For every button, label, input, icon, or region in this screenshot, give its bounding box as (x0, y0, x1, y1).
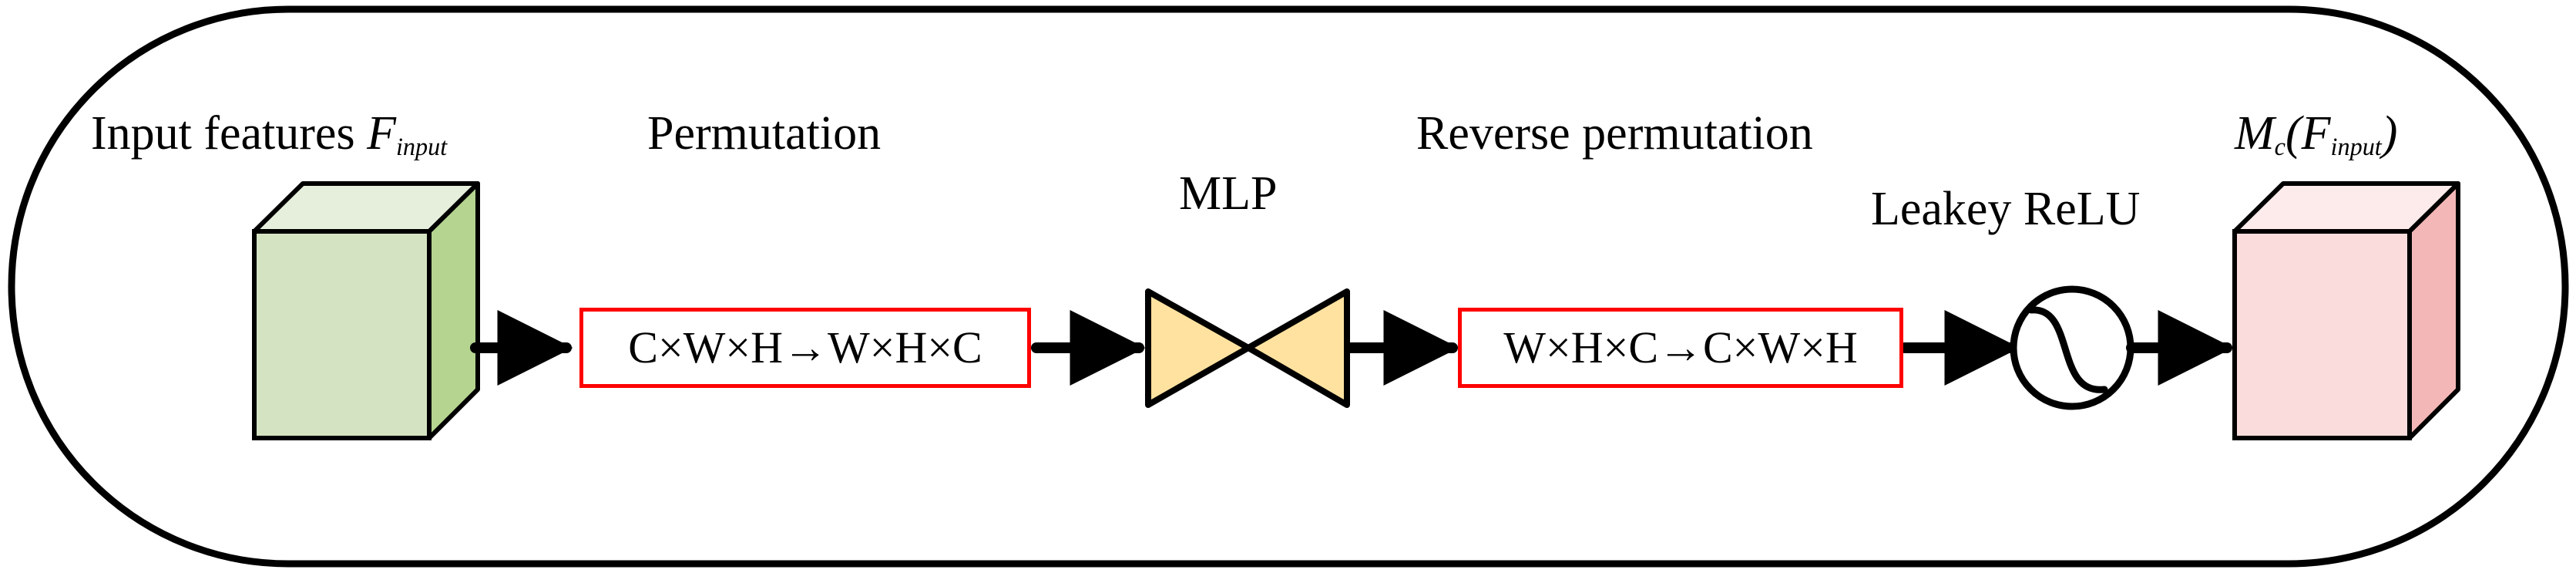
reverse-permutation-box[interactable]: W×H×C→C×W×H (1458, 308, 1903, 388)
output-label: Mc(Finput) (2235, 107, 2398, 161)
output-cube (2232, 181, 2460, 440)
output-cube-side-face (2407, 181, 2460, 440)
reverse-permutation-label: Reverse permutation (1416, 107, 1813, 160)
permutation-box-text: C×W×H→W×H×C (628, 322, 982, 372)
mlp-bowtie-icon (1145, 288, 1350, 408)
module-outline (8, 5, 2569, 568)
input-features-text: Input features (91, 107, 368, 160)
output-close-paren: ) (2381, 107, 2398, 160)
mlp-left-triangle (1145, 288, 1251, 408)
input-features-subscript: input (395, 133, 448, 161)
input-cube (252, 181, 480, 440)
activation-s-curve (2027, 306, 2108, 393)
output-subscript: c (2274, 133, 2285, 161)
permutation-box[interactable]: C×W×H→W×H×C (579, 308, 1031, 388)
reverse-permutation-box-text: W×H×C→C×W×H (1503, 322, 1858, 372)
activation-sigmoid-icon (2010, 285, 2134, 410)
input-cube-side-face (427, 181, 480, 440)
output-symbol: M (2235, 107, 2275, 160)
output-cube-front-face (2232, 229, 2412, 440)
input-features-label: Input features Finput (91, 107, 448, 161)
output-open-paren: ( (2285, 107, 2302, 160)
input-cube-front-face (252, 229, 432, 440)
leakey-relu-label: Leakey ReLU (1871, 183, 2141, 235)
output-inner-symbol: F (2301, 107, 2331, 160)
input-features-symbol: Finput (367, 107, 448, 161)
mlp-label: MLP (1179, 167, 1278, 220)
output-inner-subscript: input (2330, 133, 2382, 161)
permutation-label: Permutation (647, 107, 882, 160)
